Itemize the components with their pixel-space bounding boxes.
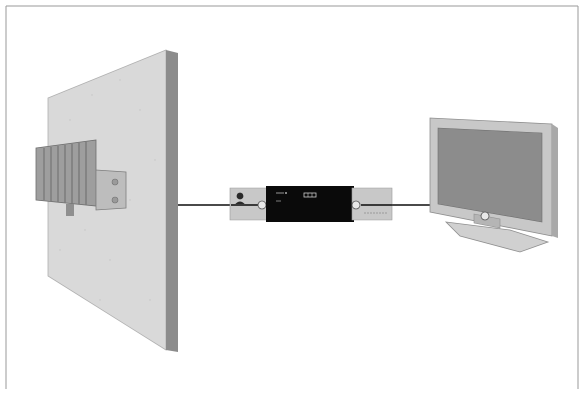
signal-device xyxy=(229,186,393,222)
tv-connector-icon xyxy=(480,211,490,221)
panel-border xyxy=(5,5,579,389)
connector-left-icon xyxy=(257,200,267,210)
wall-mounted-module xyxy=(35,139,127,216)
connector-right-icon xyxy=(351,200,361,210)
user-icon xyxy=(236,192,244,200)
television xyxy=(429,117,558,253)
